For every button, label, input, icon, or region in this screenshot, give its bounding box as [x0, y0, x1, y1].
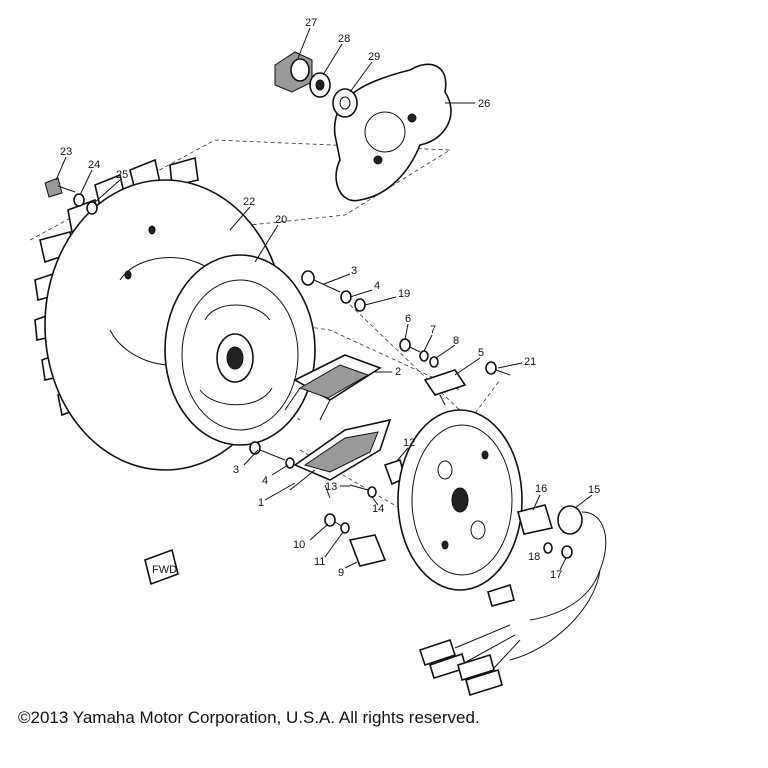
- callout-17: 17: [550, 569, 562, 581]
- part-6-screw: [399, 338, 421, 353]
- callout-26: 26: [478, 98, 490, 110]
- part-3-screw-lower: [249, 441, 286, 461]
- callout-23: 23: [60, 146, 72, 158]
- part-9-cam: [348, 534, 387, 567]
- part-17-screw: [561, 545, 573, 559]
- part-1-coil: [289, 418, 392, 499]
- part-28-washer: [309, 72, 331, 98]
- callout-4-lower: 4: [262, 475, 268, 487]
- part-20-rotor: [164, 254, 316, 446]
- part-13-screw: [349, 484, 369, 491]
- callout-16: 16: [535, 483, 547, 495]
- part-4-washer-lower: [285, 457, 295, 469]
- part-4-washer-upper: [340, 290, 352, 304]
- part-18-washer: [543, 542, 553, 554]
- callout-21: 21: [524, 356, 536, 368]
- callout-10: 10: [293, 539, 305, 551]
- part-26-plate: [333, 63, 452, 202]
- callout-20: 20: [275, 214, 287, 226]
- stator-base-plate: [397, 409, 523, 591]
- callout-5: 5: [478, 347, 484, 359]
- callout-9: 9: [338, 567, 344, 579]
- leader-lines: [55, 27, 593, 571]
- callout-15: 15: [588, 484, 600, 496]
- part-11-washer: [340, 522, 350, 534]
- part-29-washer: [332, 88, 358, 118]
- callout-labels: 27 28 29 26 23 24 25 22 20 3 4 19 6 7 8 …: [60, 17, 600, 581]
- part-25-washer: [86, 201, 98, 215]
- part-21-screw: [485, 361, 511, 376]
- part-8-washer: [429, 356, 439, 368]
- callout-24: 24: [88, 159, 100, 171]
- callout-18: 18: [528, 551, 540, 563]
- part-2-coil: [284, 354, 382, 421]
- callout-6: 6: [405, 313, 411, 325]
- fwd-tag: FWD: [144, 548, 179, 586]
- callout-27: 27: [305, 17, 317, 29]
- callout-11: 11: [314, 556, 325, 568]
- callout-22: 22: [243, 196, 255, 208]
- callout-4-upper: 4: [374, 280, 380, 292]
- callout-7: 7: [430, 324, 436, 336]
- part-24-washer: [73, 193, 85, 207]
- fwd-tag-label: FWD: [152, 564, 177, 576]
- callout-2: 2: [395, 366, 401, 378]
- callout-14: 14: [372, 503, 384, 515]
- callout-25: 25: [116, 169, 128, 181]
- callout-28: 28: [338, 33, 350, 45]
- part-27-nut: [274, 51, 313, 93]
- part-15-wire-harness: [418, 505, 607, 697]
- callout-8: 8: [453, 335, 459, 347]
- part-14-washer: [367, 486, 377, 498]
- part-23-bolt: [44, 177, 76, 198]
- callout-12: 12: [403, 437, 415, 449]
- part-10-screw: [324, 513, 346, 529]
- callout-1: 1: [258, 497, 264, 509]
- part-19-washer: [354, 298, 366, 312]
- part-3-screw-upper: [301, 270, 341, 293]
- callout-3-lower: 3: [233, 464, 239, 476]
- part-5-bracket: [423, 369, 467, 406]
- copyright-notice: ©2013 Yamaha Motor Corporation, U.S.A. A…: [18, 708, 480, 727]
- callout-29: 29: [368, 51, 380, 63]
- callout-19: 19: [398, 288, 410, 300]
- callout-13: 13: [325, 481, 337, 493]
- part-16-grommet: [517, 504, 554, 535]
- part-7-washer: [419, 350, 429, 362]
- callout-3-upper: 3: [351, 265, 357, 277]
